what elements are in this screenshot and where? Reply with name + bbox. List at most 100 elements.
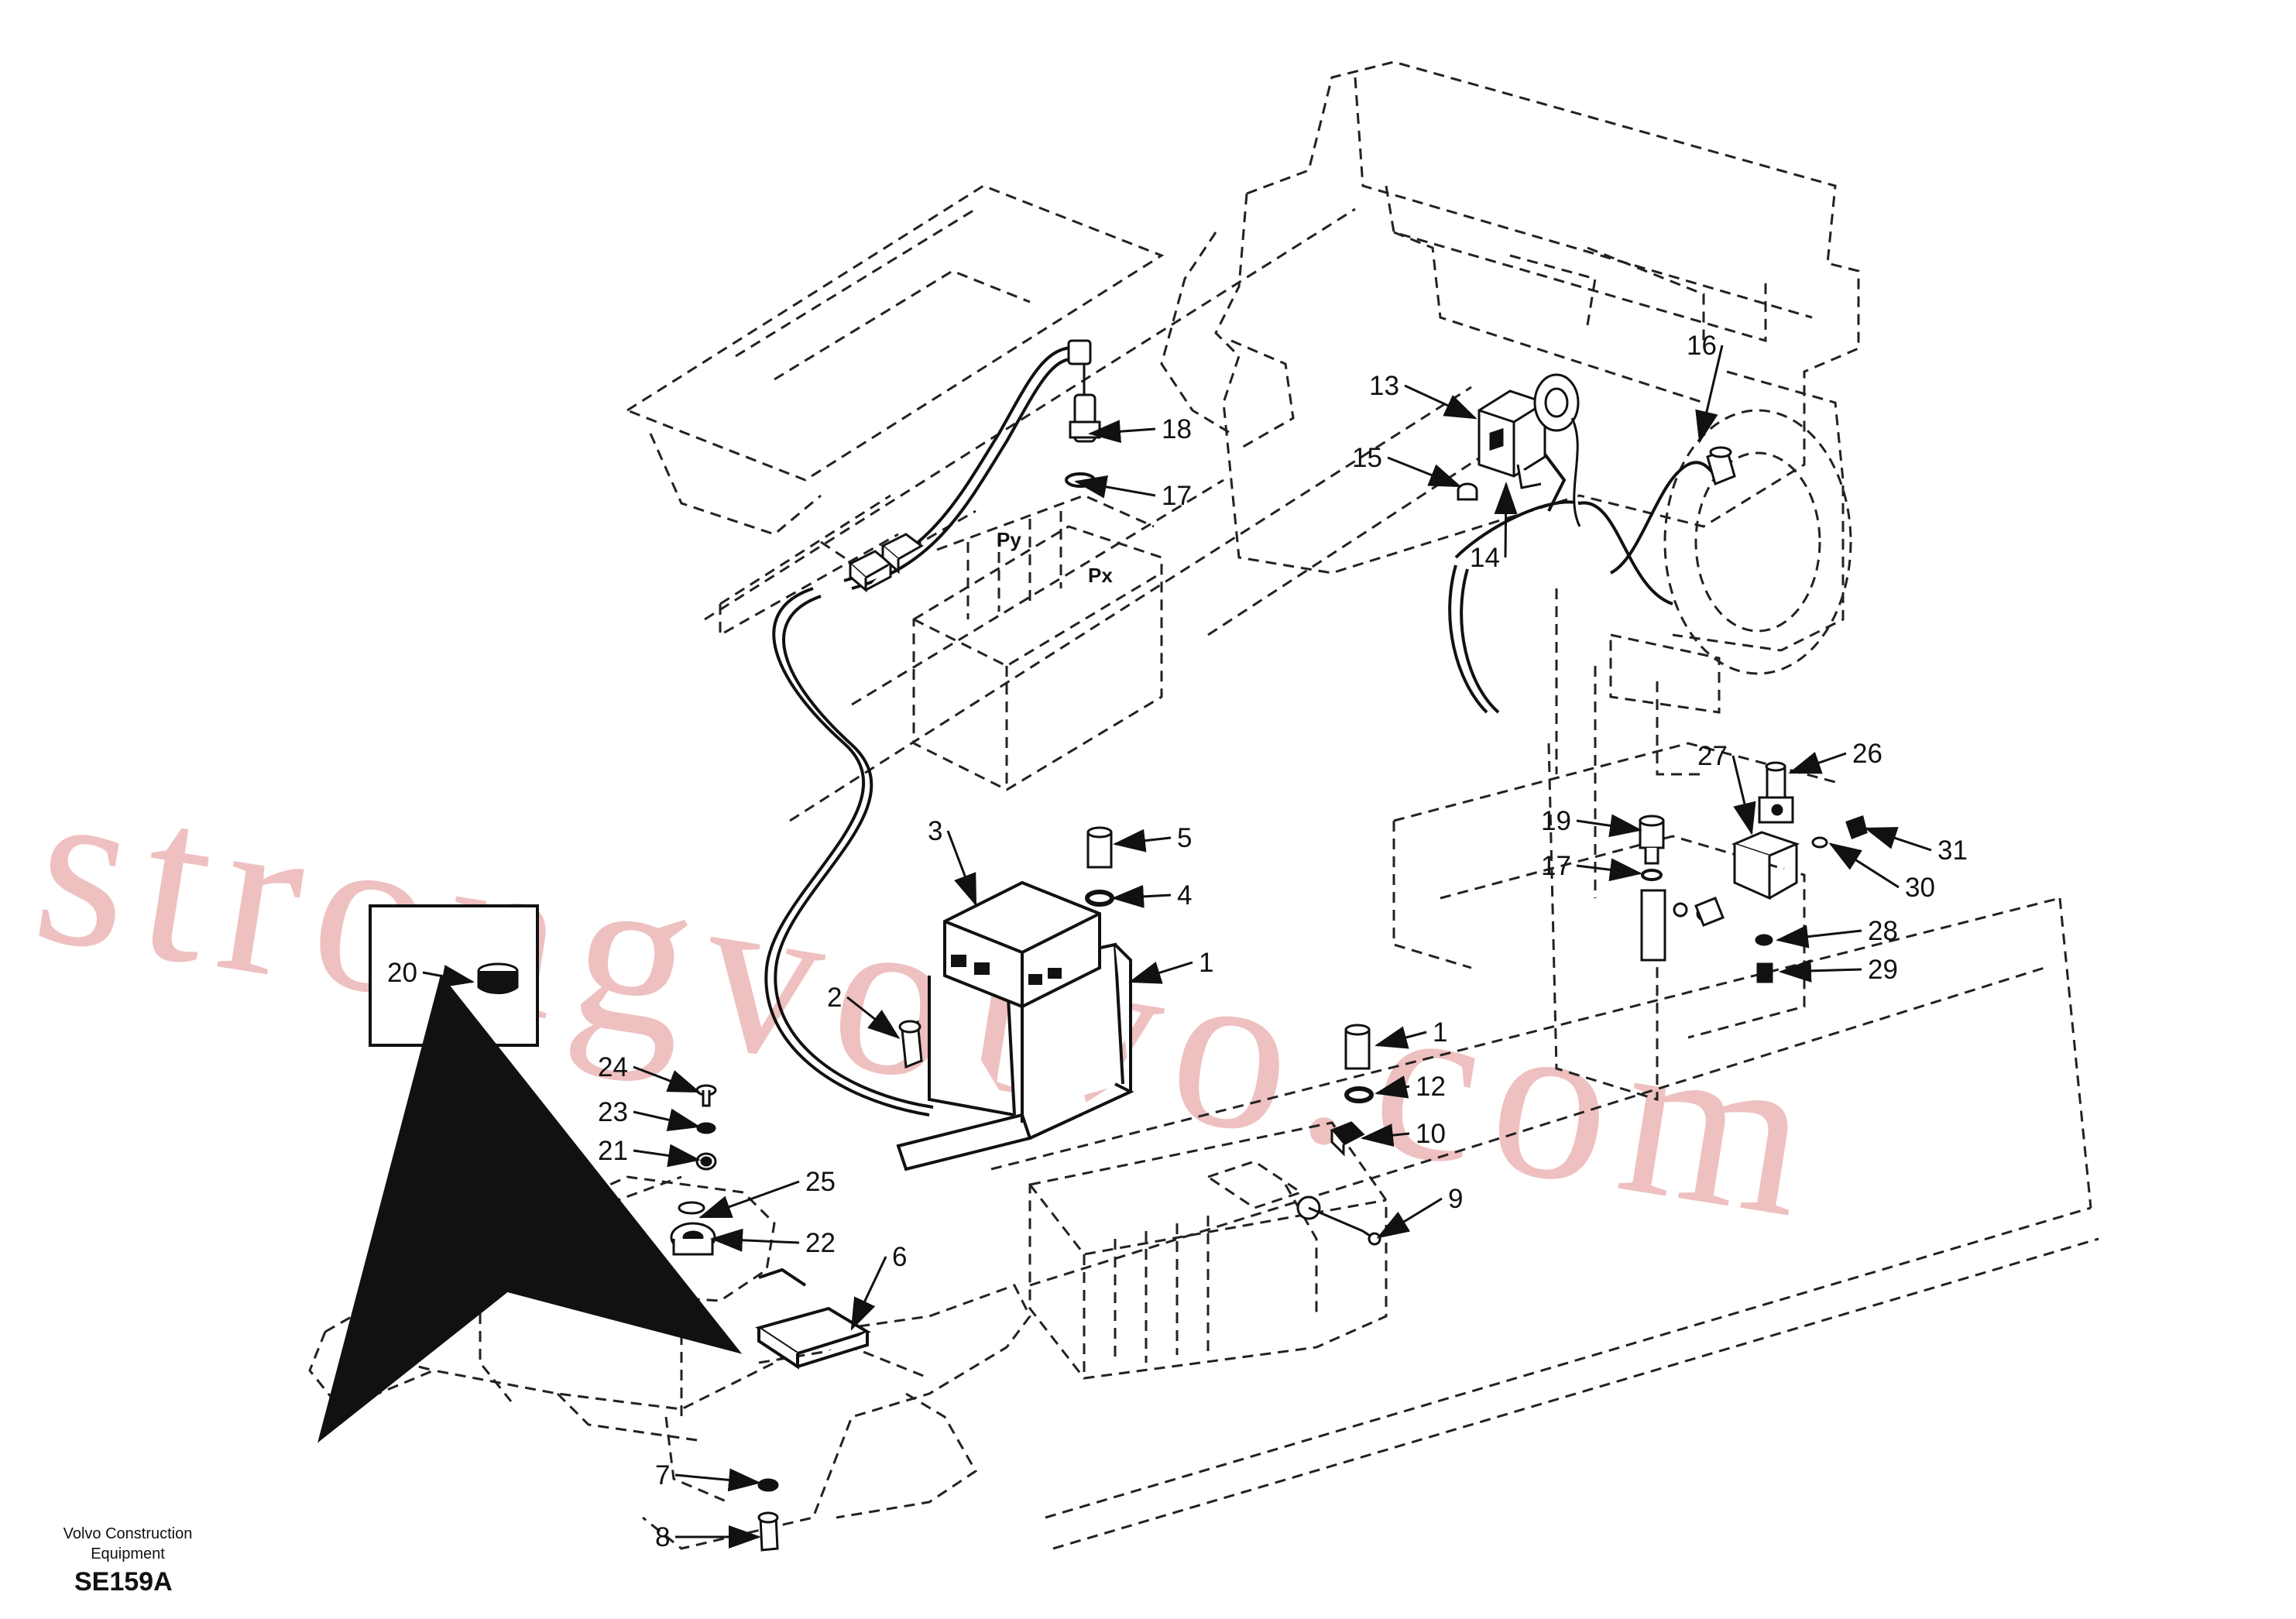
callout-number: 7 [655, 1460, 670, 1490]
callout-number: 13 [1369, 371, 1399, 401]
harness-connectors [848, 533, 924, 593]
callout-c16: 16 [1687, 331, 1724, 444]
callout-number: 15 [1352, 443, 1382, 473]
callout-c30: 30 [1828, 842, 1935, 903]
callout-c12: 12 [1375, 1072, 1446, 1102]
callout-number: 21 [598, 1136, 628, 1166]
callout-number: 19 [1541, 806, 1571, 836]
company-line-2: Equipment [91, 1545, 165, 1562]
callout-leader [1695, 345, 1724, 444]
callout-number: 25 [805, 1167, 836, 1197]
callout-number: 14 [1470, 543, 1500, 573]
callout-c19: 19 [1541, 806, 1642, 838]
bracket-27 [1731, 831, 1800, 900]
switch-parts-21-25 [670, 1084, 717, 1256]
callout-number: 29 [1868, 955, 1898, 985]
callout-leader [710, 1228, 800, 1252]
callout-c21: 21 [598, 1136, 701, 1168]
callout-number: 24 [598, 1052, 628, 1082]
detail-pointer-arrow [317, 973, 743, 1443]
sensor-16 [1706, 446, 1736, 486]
callout-number: 16 [1687, 331, 1717, 361]
callout-leader [633, 1108, 701, 1132]
callout-leader [850, 1256, 887, 1331]
callout-c26: 26 [1788, 739, 1882, 774]
washer-4 [1085, 890, 1114, 907]
port-label-py: Py [997, 528, 1021, 551]
callout-c20: 20 [387, 958, 475, 988]
bolt-7-8 [757, 1478, 779, 1552]
callout-c3: 3 [928, 816, 977, 907]
callout-leader [1088, 420, 1156, 444]
callout-c28: 28 [1776, 916, 1898, 948]
control-pad-6 [755, 1306, 871, 1370]
callout-c10: 10 [1361, 1119, 1446, 1149]
drawing-code: SE159A [74, 1567, 173, 1597]
callout-number: 8 [655, 1522, 670, 1552]
callout-leader [1494, 482, 1518, 558]
callout-number: 31 [1937, 835, 1968, 866]
callout-c1b: 1 [1375, 1017, 1447, 1049]
callout-number: 20 [387, 958, 417, 988]
callout-number: 23 [598, 1097, 628, 1127]
relay-10 [1330, 1121, 1365, 1157]
o-ring-17b [1641, 869, 1663, 881]
pressure-sensor-18 [1067, 339, 1101, 443]
callout-c8: 8 [655, 1522, 761, 1552]
company-name: Volvo Construction Equipment [31, 1524, 225, 1564]
callout-leader [846, 996, 901, 1039]
callout-leader [1375, 1026, 1427, 1049]
bolt-11 [1344, 1024, 1371, 1070]
callout-number: 6 [892, 1242, 907, 1272]
callout-c31: 31 [1864, 827, 1968, 866]
callout-leader [1404, 384, 1477, 420]
callout-c13: 13 [1369, 371, 1477, 420]
callout-leader [422, 965, 475, 988]
callout-number: 17 [1162, 481, 1192, 511]
bolt-2 [898, 1020, 923, 1069]
port-label-px: Px [1088, 564, 1113, 587]
callout-number: 1 [1199, 948, 1213, 978]
frame-fittings [1640, 889, 1725, 962]
callout-leader [1864, 827, 1932, 852]
callout-number: 1 [1433, 1017, 1447, 1048]
callout-c29: 29 [1779, 955, 1898, 985]
callout-leader [1113, 828, 1172, 852]
washer-12 [1344, 1086, 1374, 1103]
callout-leader [1376, 1197, 1443, 1239]
callout-c24: 24 [598, 1052, 701, 1093]
callout-leader [698, 1180, 800, 1219]
callout-number: 22 [805, 1228, 836, 1258]
callout-leader [1576, 814, 1642, 838]
callout-leader [1128, 961, 1193, 984]
callout-c22: 22 [710, 1228, 836, 1258]
callout-number: 18 [1162, 414, 1192, 444]
callout-number: 3 [928, 816, 942, 846]
callout-c9: 9 [1376, 1184, 1463, 1239]
callout-c1a: 1 [1128, 948, 1213, 984]
callout-leader [1828, 842, 1900, 889]
callout-leader [1074, 475, 1156, 499]
callout-leader [1387, 456, 1462, 488]
company-line-1: Volvo Construction [63, 1525, 193, 1542]
callout-c5: 5 [1113, 823, 1192, 853]
callout-leader [1788, 752, 1847, 774]
bolt-5 [1086, 826, 1113, 869]
callout-leader [1776, 924, 1862, 948]
callout-number: 10 [1416, 1119, 1446, 1149]
callout-c6: 6 [850, 1242, 907, 1331]
callout-leader [946, 830, 977, 907]
callout-number: 4 [1177, 880, 1192, 911]
callout-number: 26 [1852, 739, 1882, 769]
callout-number: 12 [1416, 1072, 1446, 1102]
machine-frame-outline [308, 60, 2099, 1550]
callout-number: 17 [1541, 851, 1571, 881]
callout-number: 27 [1697, 741, 1728, 771]
callout-c18: 18 [1088, 414, 1192, 444]
callout-c23: 23 [598, 1097, 701, 1132]
bolt-15 [1457, 482, 1478, 501]
bolts-28-31 [1755, 815, 1868, 983]
callout-c25: 25 [698, 1167, 836, 1219]
callout-leader [633, 1065, 701, 1093]
